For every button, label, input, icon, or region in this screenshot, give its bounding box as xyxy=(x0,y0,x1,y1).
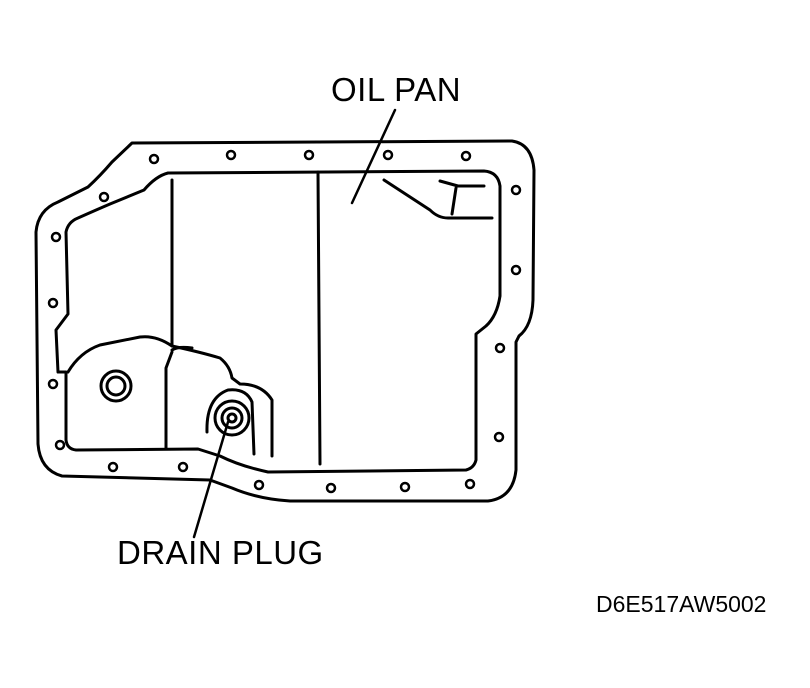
drain-plug-outer-ring xyxy=(213,399,251,437)
bolt-hole xyxy=(510,184,522,196)
bolt-hole xyxy=(225,149,237,161)
drain-plug-center xyxy=(226,412,238,424)
drain-plug-head xyxy=(220,406,244,430)
bolt-hole xyxy=(47,297,59,309)
oil-pan-pocket xyxy=(382,178,494,220)
bolt-hole xyxy=(98,191,110,203)
bolt-hole xyxy=(303,149,315,161)
bolt-hole xyxy=(253,479,265,491)
bolt-hole xyxy=(325,482,337,494)
bolt-hole xyxy=(494,342,506,354)
oil-pan-center-rib xyxy=(316,170,322,466)
oil-pan-flange-inner xyxy=(54,169,502,474)
oil-pan-boss-inner xyxy=(105,375,127,397)
bolt-hole xyxy=(177,461,189,473)
oil-pan-boss-outer xyxy=(99,369,133,403)
bolt-hole xyxy=(399,481,411,493)
sump-step-right xyxy=(170,345,194,352)
figure-code: D6E517AW5002 xyxy=(596,591,767,617)
bolt-hole xyxy=(382,149,394,161)
bolt-hole xyxy=(54,439,66,451)
bolt-hole xyxy=(47,378,59,390)
oil-pan-flange-outer xyxy=(34,139,536,503)
bolt-hole xyxy=(464,478,476,490)
drain-plug-well xyxy=(66,335,274,458)
drain-plug-label: DRAIN PLUG xyxy=(117,534,324,571)
bolt-hole xyxy=(510,264,522,276)
bolt-hole xyxy=(148,153,160,165)
drain-plug-boss xyxy=(205,388,256,456)
oil-pan-label: OIL PAN xyxy=(331,71,462,108)
sump-step-left xyxy=(164,350,174,450)
bolt-hole xyxy=(493,431,505,443)
bolt-hole xyxy=(107,461,119,473)
oil-pan-pocket-edge xyxy=(438,179,486,216)
oil-pan-leader-line xyxy=(350,108,397,205)
drain-plug-leader-line xyxy=(192,420,230,539)
bolt-hole xyxy=(50,231,62,243)
bolt-hole xyxy=(460,150,472,162)
